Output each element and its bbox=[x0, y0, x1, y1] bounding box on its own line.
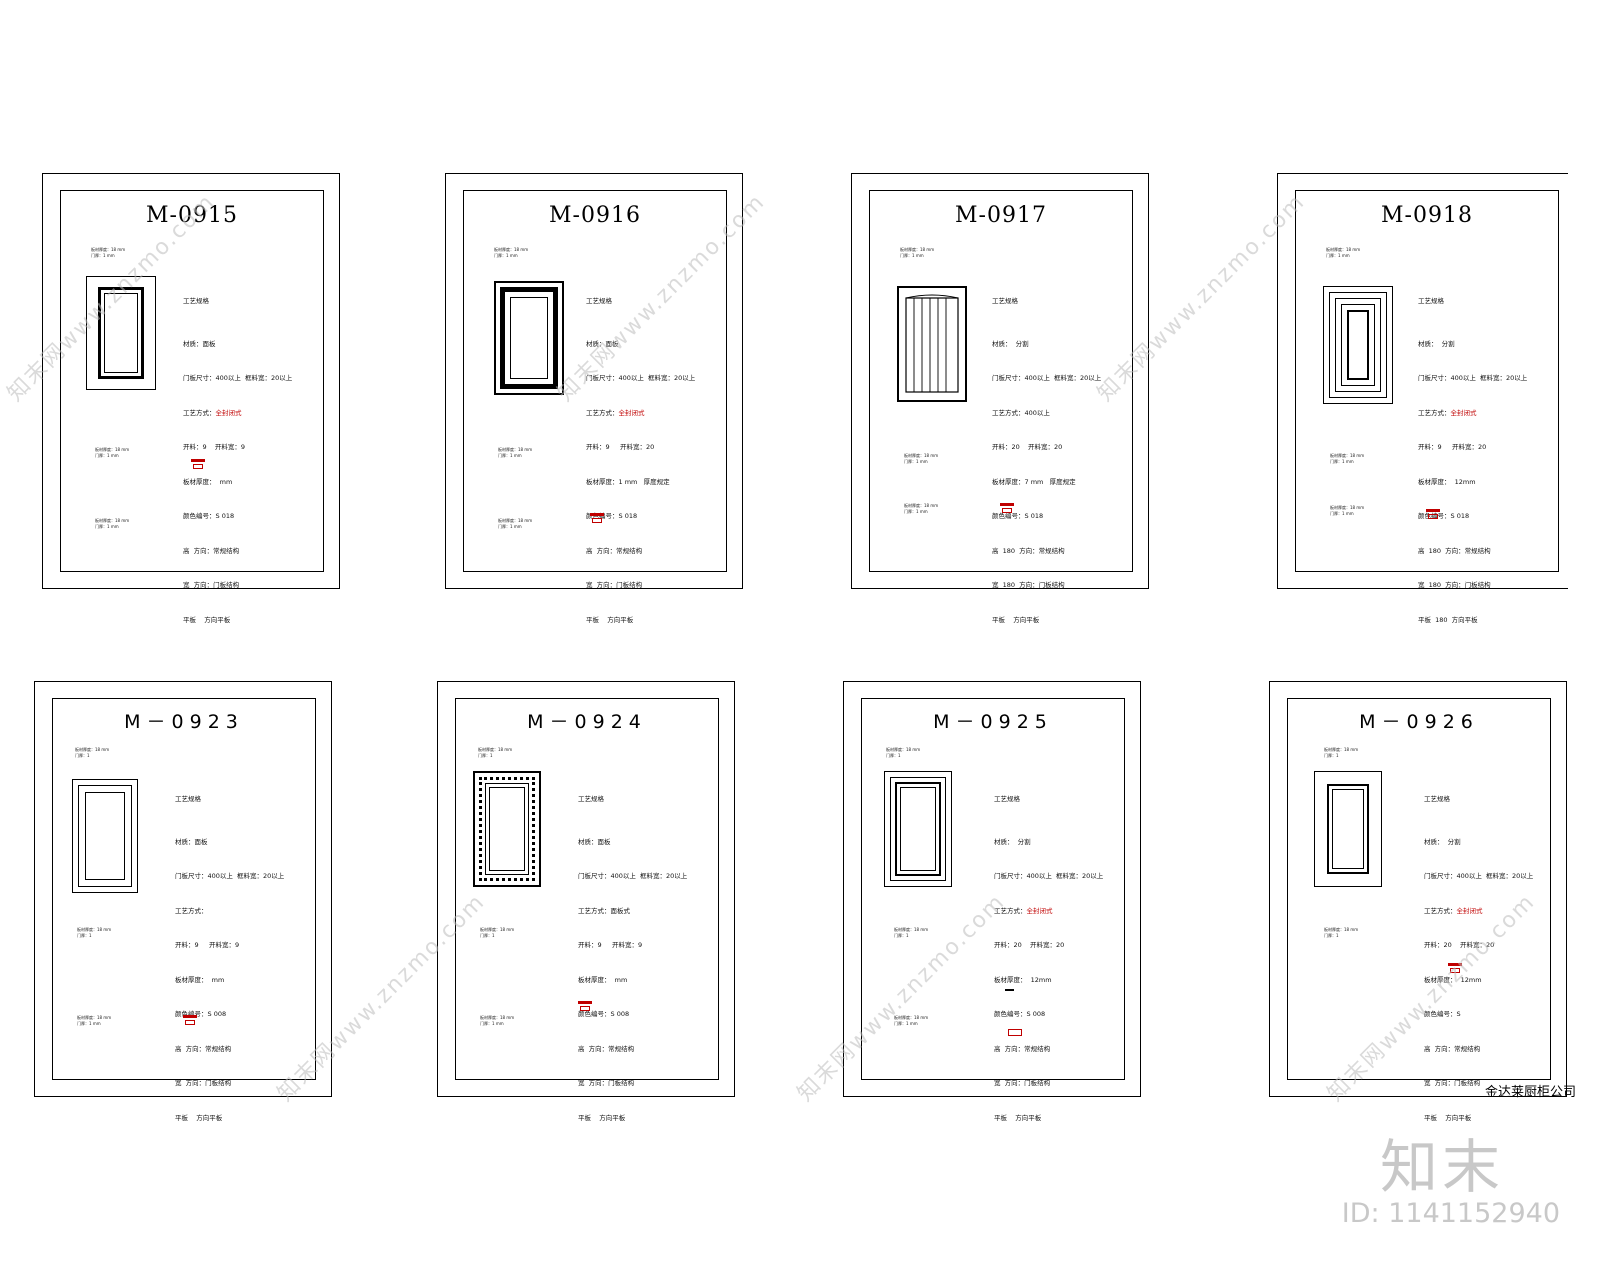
edge-profile-icon bbox=[1448, 963, 1462, 973]
edge-profile-icon bbox=[1008, 1029, 1022, 1039]
spec-block: 工艺规格 材质： 分割 门板尺寸：400以上 框料宽：20以上 工艺方式：全封闭… bbox=[1424, 795, 1534, 1122]
spec-block: 工艺规格 材质：面板 门板尺寸：400以上 框料宽：20以上 工艺方式： 开料：… bbox=[175, 795, 285, 1122]
spec-block: 工艺规格 材质：面板 门板尺寸：400以上 框料宽：20以上 工艺方式：面板式 … bbox=[578, 795, 688, 1122]
red-tag: 全封闭式 bbox=[1026, 906, 1053, 915]
sheet-code: M－0925 bbox=[933, 711, 1053, 733]
spec-block: 工艺规格 材质： 分割 门板尺寸：400以上 框料宽：20以上 工艺方式：全封闭… bbox=[1418, 297, 1528, 624]
spec-block: 工艺规格 材质： 分割 门板尺寸：400以上 框料宽：20以上 工艺方式：全封闭… bbox=[994, 795, 1104, 1122]
edge-profile-icon bbox=[191, 459, 205, 469]
sheet-code: M－0926 bbox=[1359, 711, 1479, 733]
door-panel-drawing bbox=[72, 779, 138, 893]
sheet-code: M-0917 bbox=[955, 203, 1047, 228]
spec-block: 工艺规格 材质：面板 门板尺寸：400以上 框料宽：20以上 工艺方式：全封闭式… bbox=[183, 297, 293, 624]
asset-id: ID: 1141152940 bbox=[1341, 1198, 1560, 1229]
edge-profile-icon bbox=[1426, 509, 1440, 519]
red-tag: 全封闭式 bbox=[1450, 408, 1477, 417]
edge-profile-icon bbox=[578, 1001, 592, 1011]
door-panel-drawing bbox=[86, 276, 156, 390]
red-tag: 全封闭式 bbox=[215, 408, 242, 417]
door-panel-drawing bbox=[897, 286, 967, 402]
red-tag: 全封闭式 bbox=[618, 408, 645, 417]
sheet-code: M-0918 bbox=[1381, 203, 1473, 228]
edge-profile-icon bbox=[590, 513, 604, 523]
sheet-code: M－0924 bbox=[527, 711, 647, 733]
door-panel-drawing bbox=[1323, 286, 1393, 404]
brand-logo: 知末 bbox=[1380, 1133, 1505, 1201]
company-name: 金达莱厨柜公司 bbox=[1484, 1085, 1576, 1100]
door-panel-drawing bbox=[884, 771, 952, 887]
spec-block: 工艺规格 材质： 分割 门板尺寸：400以上 框料宽：20以上 工艺方式：400… bbox=[992, 297, 1102, 624]
door-panel-drawing bbox=[1314, 771, 1382, 887]
spec-block: 工艺规格 材质：面板 门板尺寸：400以上 框料宽：20以上 工艺方式：全封闭式… bbox=[586, 297, 696, 624]
edge-profile-icon bbox=[183, 1015, 197, 1025]
sheet-code: M-0916 bbox=[549, 203, 641, 228]
dimension-mark bbox=[1005, 989, 1014, 991]
door-panel-drawing bbox=[473, 771, 541, 887]
sheet-code: M－0923 bbox=[124, 711, 244, 733]
edge-profile-icon bbox=[1000, 503, 1014, 513]
beadboard-panel-icon bbox=[905, 294, 959, 393]
red-tag: 全封闭式 bbox=[1456, 906, 1483, 915]
door-panel-drawing bbox=[494, 281, 564, 395]
sheet-code: M-0915 bbox=[146, 203, 238, 228]
